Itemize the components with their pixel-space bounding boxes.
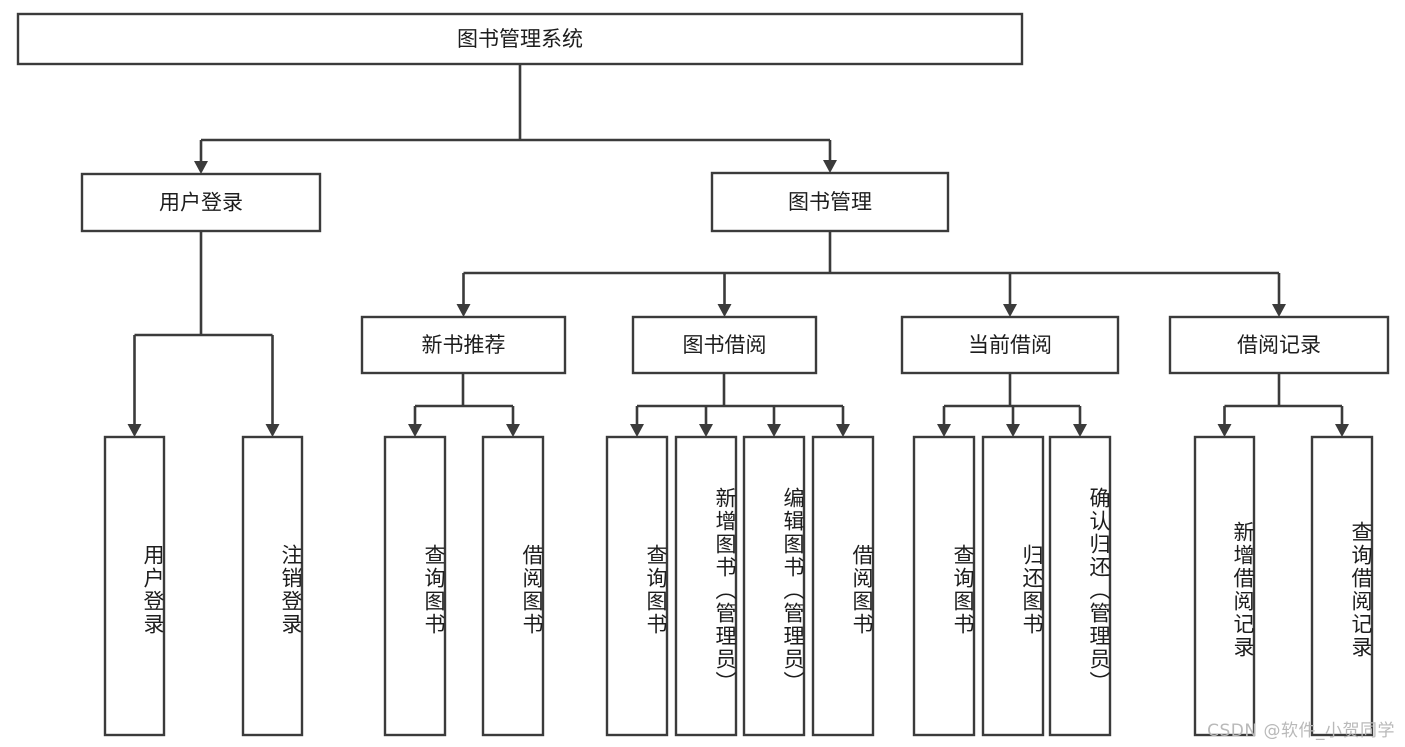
watermark-text: CSDN @软件_小贺同学 xyxy=(1207,721,1395,741)
node-box-leaf_12[interactable] xyxy=(1310,435,1374,737)
node-box-root[interactable] xyxy=(16,12,1024,66)
edge-group-l3_1 xyxy=(630,373,850,437)
node-label-l3_1: 图书借阅 xyxy=(683,333,767,357)
edge-group-l2_1 xyxy=(456,231,1286,317)
node-box-l3_3[interactable] xyxy=(1168,315,1390,375)
edge-group-l3_0 xyxy=(408,373,520,437)
node-boxes-layer xyxy=(16,12,1390,737)
node-box-leaf_0[interactable] xyxy=(103,435,166,737)
node-box-leaf_6[interactable] xyxy=(742,435,806,737)
node-box-leaf_4[interactable] xyxy=(605,435,669,737)
edge-group-root xyxy=(194,64,837,174)
node-box-l3_0[interactable] xyxy=(360,315,567,375)
node-box-leaf_11[interactable] xyxy=(1193,435,1256,737)
node-box-leaf_5[interactable] xyxy=(674,435,738,737)
node-box-l3_1[interactable] xyxy=(631,315,818,375)
node-box-leaf_8[interactable] xyxy=(912,435,976,737)
node-box-leaf_1[interactable] xyxy=(241,435,304,737)
node-box-l2_1[interactable] xyxy=(710,171,950,233)
node-label-root: 图书管理系统 xyxy=(457,27,583,51)
node-box-leaf_7[interactable] xyxy=(811,435,875,737)
node-box-leaf_9[interactable] xyxy=(981,435,1045,737)
node-label-l3_3: 借阅记录 xyxy=(1237,333,1321,357)
edge-group-l2_0 xyxy=(127,231,280,437)
node-label-l2_0: 用户登录 xyxy=(159,191,243,215)
edge-group-l3_2 xyxy=(937,373,1087,437)
node-box-l2_0[interactable] xyxy=(80,172,322,233)
node-label-l2_1: 图书管理 xyxy=(788,190,872,214)
node-box-leaf_10[interactable] xyxy=(1048,435,1112,737)
node-label-l3_0: 新书推荐 xyxy=(422,333,506,357)
node-box-l3_2[interactable] xyxy=(900,315,1120,375)
connectors-layer xyxy=(127,64,1349,437)
node-box-leaf_3[interactable] xyxy=(481,435,545,737)
edge-group-l3_3 xyxy=(1217,373,1349,437)
node-label-l3_2: 当前借阅 xyxy=(968,333,1052,357)
node-box-leaf_2[interactable] xyxy=(383,435,447,737)
